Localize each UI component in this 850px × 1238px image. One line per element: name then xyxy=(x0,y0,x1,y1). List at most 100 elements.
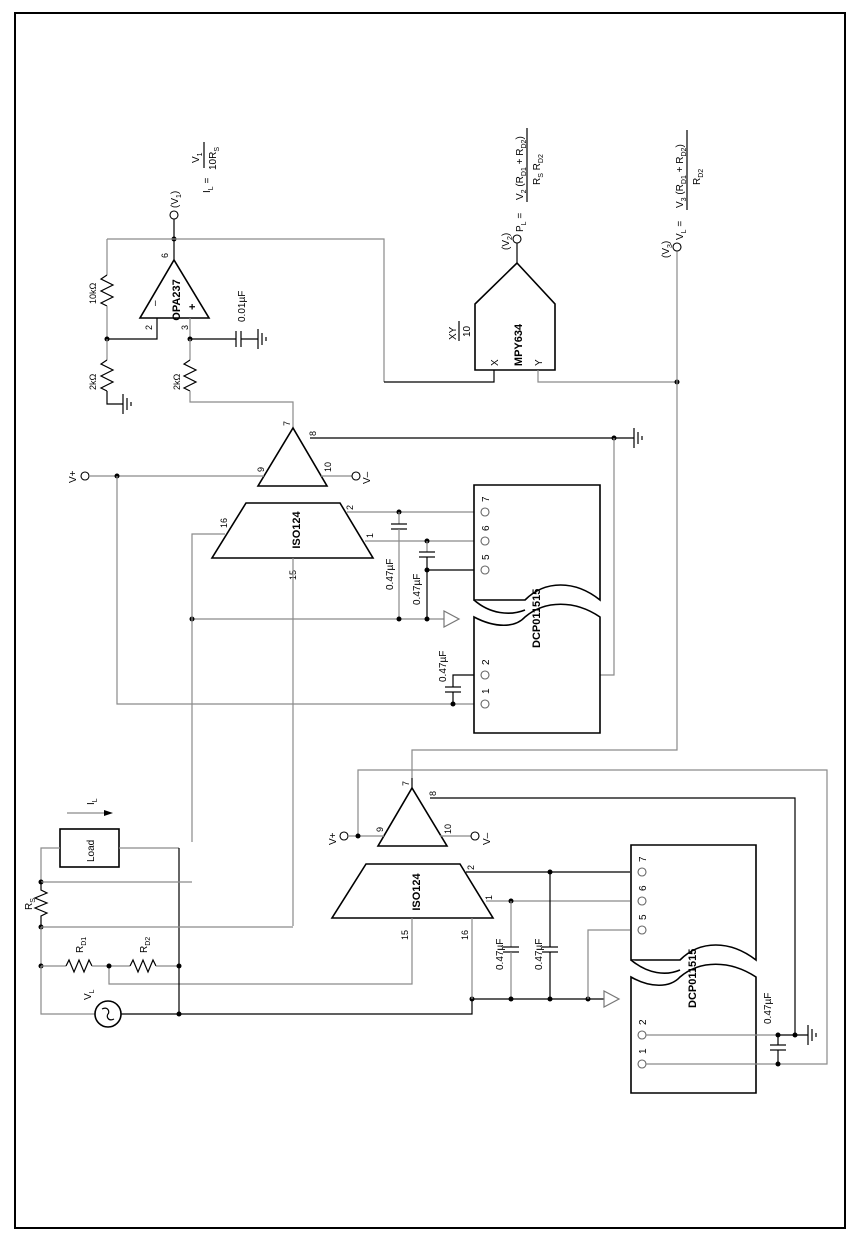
svg-text:2: 2 xyxy=(481,659,492,665)
opa237-section: OPA237 – + 2 3 6 (V1) IL = V1 10RS 10kΩ xyxy=(88,142,294,428)
svg-text:VL =: VL = xyxy=(675,221,688,240)
wire xyxy=(189,391,294,428)
wire xyxy=(430,797,796,1035)
resistor-rd1 xyxy=(65,958,93,974)
svg-text:XY: XY xyxy=(448,326,459,340)
svg-text:RS RD2: RS RD2 xyxy=(532,154,545,185)
iso124-top-section: 7 8 9 10 V+ V– ISO124 2 1 16 15 xyxy=(68,421,643,926)
vl-equation: VL = V3 (RD1 + RD2) RD2 xyxy=(675,130,705,240)
svg-text:0.47µF: 0.47µF xyxy=(534,939,545,970)
resistor-2k-b xyxy=(182,359,198,392)
mpy634-transfer-function: XY 10 xyxy=(448,321,473,341)
load-circuit: IL Load RS RD1 RD2 VL xyxy=(24,798,293,1028)
svg-text:16: 16 xyxy=(219,518,229,528)
junction xyxy=(792,1032,798,1038)
junction xyxy=(547,996,553,1002)
junction xyxy=(355,833,361,839)
dcp-top: 7 6 5 2 1 DCP011515 xyxy=(473,484,601,734)
v1-terminal xyxy=(169,210,179,220)
svg-text:5: 5 xyxy=(638,914,649,920)
svg-text:10: 10 xyxy=(443,824,453,834)
svg-text:0.47µF: 0.47µF xyxy=(412,574,423,605)
vplus-terminal-top xyxy=(80,471,90,481)
ground-icon xyxy=(122,394,132,414)
svg-text:1: 1 xyxy=(481,688,492,694)
iso124-bottom-output-amp xyxy=(376,786,449,847)
isolated-ground-icon xyxy=(443,610,461,628)
load-box xyxy=(59,828,120,868)
vminus-terminal-top xyxy=(351,471,361,481)
junction xyxy=(508,996,514,1002)
svg-text:1: 1 xyxy=(365,533,375,538)
svg-text:10: 10 xyxy=(462,325,473,337)
capacitor-icon xyxy=(445,686,461,693)
svg-text:7: 7 xyxy=(481,496,492,502)
svg-text:8: 8 xyxy=(308,431,318,436)
svg-text:10RS: 10RS xyxy=(208,147,221,170)
resistor-rs xyxy=(33,882,49,927)
vminus-label-bottom: V– xyxy=(482,832,493,845)
il-label: IL xyxy=(86,798,99,805)
mpy634-label: MPY634 xyxy=(513,323,525,366)
wire xyxy=(40,847,60,882)
rd2-label: RD2 xyxy=(139,937,152,953)
svg-text:9: 9 xyxy=(256,467,266,472)
capacitor-icon xyxy=(391,523,407,530)
sine-wave-icon xyxy=(101,1007,115,1021)
svg-text:7: 7 xyxy=(638,856,649,862)
capacitor-icon xyxy=(770,1044,786,1051)
resistor-2k-a xyxy=(99,359,115,392)
ground-icon xyxy=(257,329,267,349)
wire xyxy=(587,929,630,999)
dcp-bottom-label: DCP011515 xyxy=(687,949,699,1008)
pl-equation: PL = V2 (RD1 + RD2) RS RD2 xyxy=(515,128,545,232)
vminus-label-top: V– xyxy=(362,471,373,484)
svg-text:IL =: IL = xyxy=(202,178,215,193)
dcp-top-pin6 xyxy=(480,536,490,546)
wire xyxy=(537,370,677,383)
junction xyxy=(176,1011,182,1017)
opa237-plus-sign: + xyxy=(187,304,199,310)
svg-text:7: 7 xyxy=(282,421,292,426)
ground-icon xyxy=(633,428,643,448)
wire xyxy=(452,674,481,687)
svg-text:V3 (RD1 + RD2): V3 (RD1 + RD2) xyxy=(675,144,688,208)
svg-text:RD2: RD2 xyxy=(692,169,705,185)
svg-text:1: 1 xyxy=(638,1048,649,1054)
mpy634-x-pin: X xyxy=(490,359,501,366)
iso124-bottom xyxy=(330,863,495,919)
mpy634-multiplier xyxy=(474,261,556,371)
r-2k-b-label: 2kΩ xyxy=(172,373,182,390)
wire xyxy=(191,533,225,842)
svg-text:V1: V1 xyxy=(191,152,204,163)
dcp-top-pin1 xyxy=(480,699,490,709)
rd1-label: RD1 xyxy=(75,937,88,953)
opa237-amplifier xyxy=(138,258,211,319)
page-frame xyxy=(14,12,846,1229)
svg-text:5: 5 xyxy=(481,554,492,560)
ground-icon xyxy=(807,1025,817,1045)
wire xyxy=(106,391,123,405)
mpy634-section: MPY634 X Y XY 10 (V2) PL = V2 (RD1 + RD2… xyxy=(174,128,705,778)
capacitor-001-icon xyxy=(235,331,242,347)
svg-text:6: 6 xyxy=(638,885,649,891)
dcp-bottom: 7 6 5 2 1 DCP011515 xyxy=(630,844,757,1094)
svg-text:0.47µF: 0.47µF xyxy=(763,993,774,1024)
dcp-top-pin5 xyxy=(480,565,490,575)
opa237-minus-sign: – xyxy=(150,300,161,306)
iso124-bottom-section: 7 8 9 10 V+ V– ISO124 2 1 15 16 0 xyxy=(108,769,828,1094)
isolated-ground-icon xyxy=(603,990,621,1008)
svg-text:7: 7 xyxy=(401,781,411,786)
svg-text:0.47µF: 0.47µF xyxy=(438,651,449,682)
opa237-pin6: 6 xyxy=(160,253,170,258)
svg-text:9: 9 xyxy=(375,827,385,832)
vplus-label-bottom: V+ xyxy=(328,832,339,845)
wire xyxy=(384,370,495,383)
arrow-right-icon xyxy=(104,810,113,816)
svg-text:8: 8 xyxy=(428,791,438,796)
vl-source-label: VL xyxy=(83,989,96,1000)
wire xyxy=(40,966,95,1015)
junction xyxy=(396,616,402,622)
v2-label: (V2) xyxy=(501,233,514,250)
opa237-pin2: 2 xyxy=(144,325,154,330)
